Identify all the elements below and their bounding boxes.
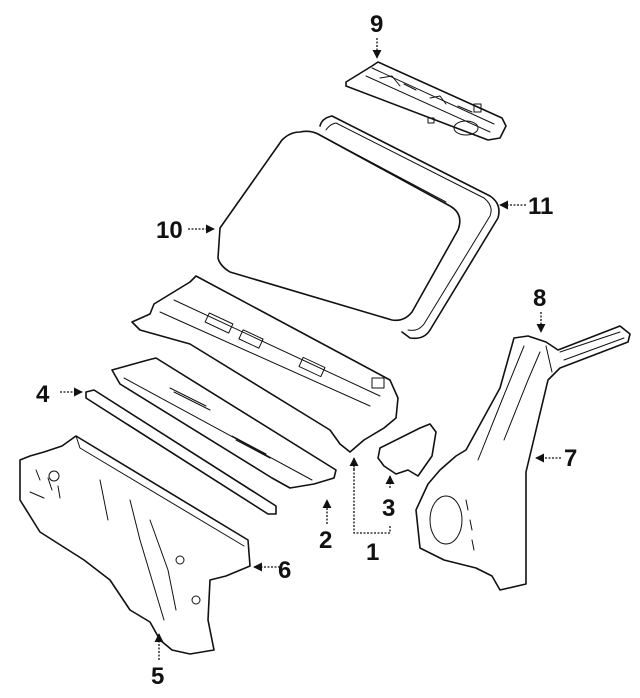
part-cowl-side-bracket — [377, 423, 437, 477]
part-roof-front-header — [345, 61, 507, 141]
callout-8: 8 — [533, 285, 546, 312]
part-dash-panel — [19, 435, 251, 655]
callout-11: 11 — [528, 193, 553, 220]
callout-9: 9 — [370, 11, 383, 38]
callout-2: 2 — [319, 527, 332, 554]
part-cowl-top-panel — [111, 357, 337, 489]
part-windshield-molding — [319, 115, 500, 340]
part-cowl-reinforcement-strip — [85, 389, 277, 515]
part-windshield-glass — [217, 130, 461, 322]
callout-5: 5 — [151, 663, 164, 690]
callout-7: 7 — [564, 445, 577, 472]
part-front-pillar — [415, 325, 631, 591]
leader-lines — [60, 38, 561, 660]
callout-4: 4 — [36, 381, 50, 408]
callout-1: 1 — [366, 539, 379, 566]
callout-3: 3 — [382, 495, 395, 522]
callout-10: 10 — [156, 217, 183, 244]
callouts: 9 10 11 8 7 4 6 5 2 1 3 — [36, 11, 577, 690]
leader-1 — [353, 462, 391, 534]
part-cowl-panel-upper — [131, 275, 399, 453]
callout-6: 6 — [278, 557, 291, 584]
